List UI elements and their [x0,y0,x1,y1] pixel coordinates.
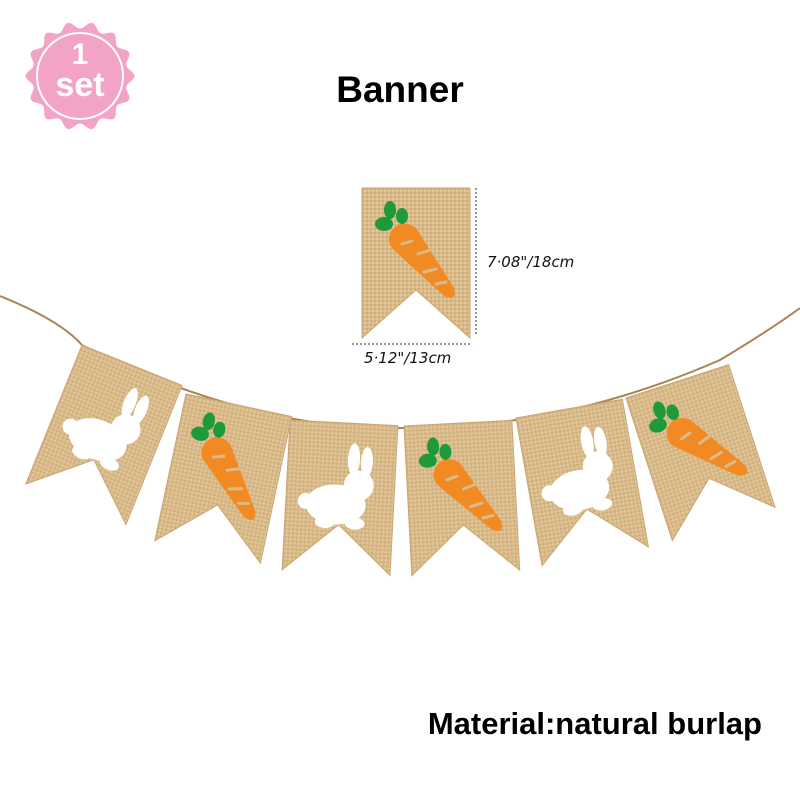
badge-number: 1 [72,38,89,71]
banner-pennants [25,344,776,577]
pennant-carrot [625,364,776,542]
badge-ring [36,32,124,120]
quantity-badge: 1 set [23,20,137,132]
pennant-bunny [515,398,649,567]
height-dimension: 7·08"/18cm [487,253,574,271]
pennant-bunny [281,419,399,576]
badge-scallop-shape [23,20,137,132]
pennant-carrot [154,393,293,564]
pennant-carrot [403,419,521,577]
material-label: Material:natural burlap [428,706,762,741]
page-title: Banner [336,69,463,110]
pennant-bunny [25,344,183,526]
badge-unit: set [55,66,104,104]
width-dimension: 5·12"/13cm [364,349,451,367]
dimension-flag: 7·08"/18cm 5·12"/13cm [352,187,574,367]
